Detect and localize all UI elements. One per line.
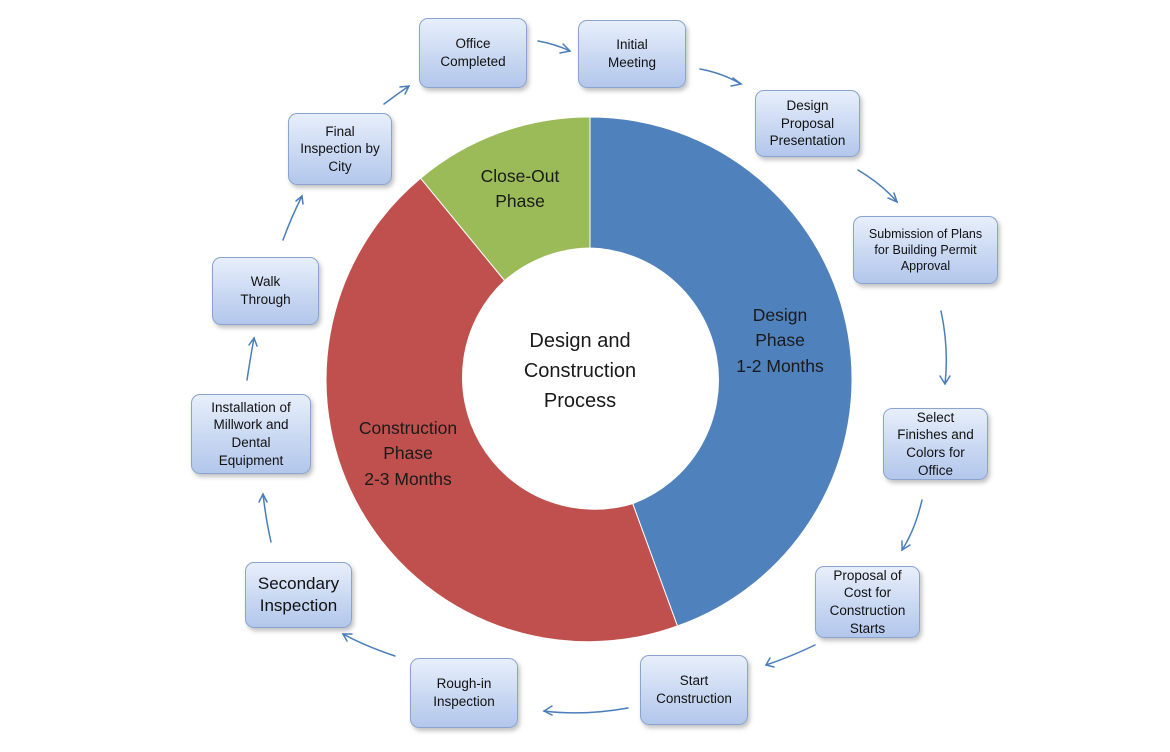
arrow-finishes-to-proposal: [901, 499, 923, 551]
close-out-phase-segment: [419, 116, 591, 282]
arrow-installation-to-walk: [246, 337, 255, 381]
step-secondary-inspection: Secondary Inspection: [245, 562, 352, 628]
step-final-inspection: Final Inspection by City: [288, 113, 392, 185]
construction-phase-segment: [325, 177, 679, 643]
arrow-proposal-to-start: [765, 644, 816, 666]
arrow-start-to-roughin: [543, 707, 629, 714]
step-submission-of-plans: Submission of Plans for Building Permit …: [853, 216, 998, 284]
arrow-secondary-to-installation: [262, 493, 272, 543]
arrow-initial-to-design: [699, 68, 742, 85]
arrow-roughin-to-secondary: [342, 633, 396, 657]
center-title: Design and Construction Process: [523, 330, 637, 412]
step-design-proposal-presentation: Design Proposal Presentation: [755, 90, 860, 157]
arrow-final-to-office: [383, 85, 410, 105]
step-start-construction: Start Construction: [640, 655, 748, 725]
close-out-phase-label: Close-Out Phase: [480, 166, 560, 212]
step-select-finishes: Select Finishes and Colors for Office: [883, 408, 988, 480]
step-initial-meeting: Initial Meeting: [578, 20, 686, 88]
step-rough-in-inspection: Rough-in Inspection: [410, 658, 518, 728]
cycle-arrows: [246, 40, 951, 716]
step-installation-of-millwork: Installation of Millwork and Dental Equi…: [191, 394, 311, 474]
design-phase-label: Design Phase 1-2 Months: [736, 305, 824, 376]
step-walk-through: Walk Through: [212, 257, 319, 325]
design-phase-segment: [589, 116, 853, 627]
step-office-completed: Office Completed: [419, 18, 527, 88]
construction-phase-label: Construction Phase 2-3 Months: [358, 418, 458, 489]
arrow-office-to-initial: [537, 40, 571, 52]
arrow-design-to-submission: [857, 169, 898, 203]
arrow-submission-to-finishes: [940, 310, 948, 385]
arrow-walk-to-final: [282, 195, 303, 241]
step-proposal-of-cost: Proposal of Cost for Construction Starts: [815, 566, 920, 638]
